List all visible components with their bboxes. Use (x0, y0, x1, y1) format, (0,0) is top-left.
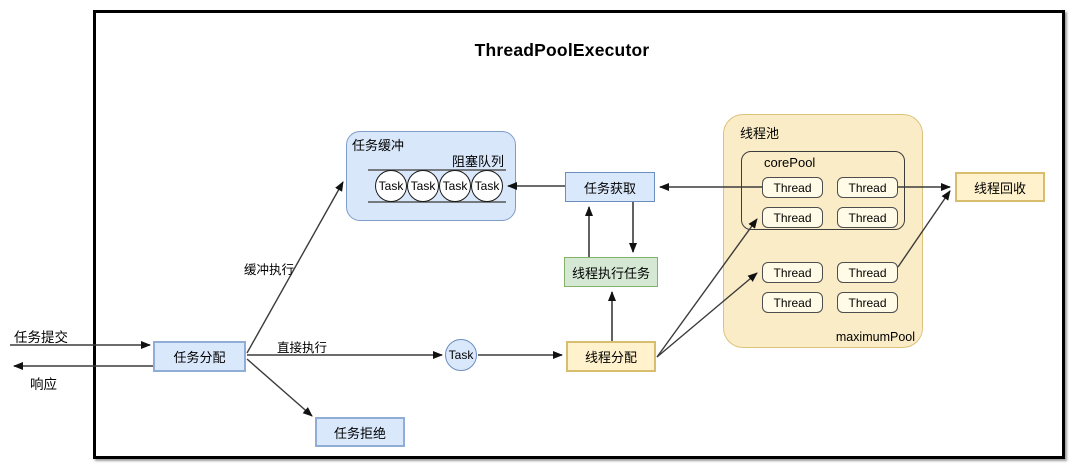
buffered-exec-label: 缓冲执行 (244, 263, 295, 277)
thread-execute-node: 线程执行任务 (564, 257, 658, 287)
direct-exec-label: 直接执行 (277, 341, 328, 355)
core-pool-label: corePool (764, 155, 816, 170)
blocking-queue-label: 阻塞队列 (451, 154, 504, 169)
max-thread-chip: Thread (762, 292, 823, 313)
queue-task-circle: Task (471, 170, 503, 202)
core-thread-chip: Thread (837, 207, 898, 228)
queue-task-circle: Task (407, 170, 439, 202)
thread-recycle-node: 线程回收 (955, 172, 1045, 202)
core-pool-outline (741, 151, 905, 230)
max-thread-chip: Thread (837, 292, 898, 313)
task-dispatch-node: 任务分配 (153, 341, 246, 372)
core-thread-chip: Thread (762, 177, 823, 198)
queue-task-circle: Task (439, 170, 471, 202)
thread-dispatch-node: 线程分配 (566, 341, 656, 372)
max-thread-chip: Thread (762, 262, 823, 283)
thread-pool-label: 线程池 (740, 126, 780, 141)
diagram-title: ThreadPoolExecutor (474, 40, 650, 60)
core-thread-chip: Thread (837, 177, 898, 198)
task-submit-label: 任务提交 (14, 330, 68, 345)
task-circle: Task (445, 339, 477, 371)
maximum-pool-label: maximumPool (835, 330, 915, 344)
task-buffer-label: 任务缓冲 (352, 138, 405, 153)
task-reject-node: 任务拒绝 (315, 417, 405, 447)
queue-task-circle: Task (375, 170, 407, 202)
max-thread-chip: Thread (837, 262, 898, 283)
task-fetch-node: 任务获取 (565, 172, 655, 202)
response-label: 响应 (30, 377, 57, 392)
core-thread-chip: Thread (762, 207, 823, 228)
